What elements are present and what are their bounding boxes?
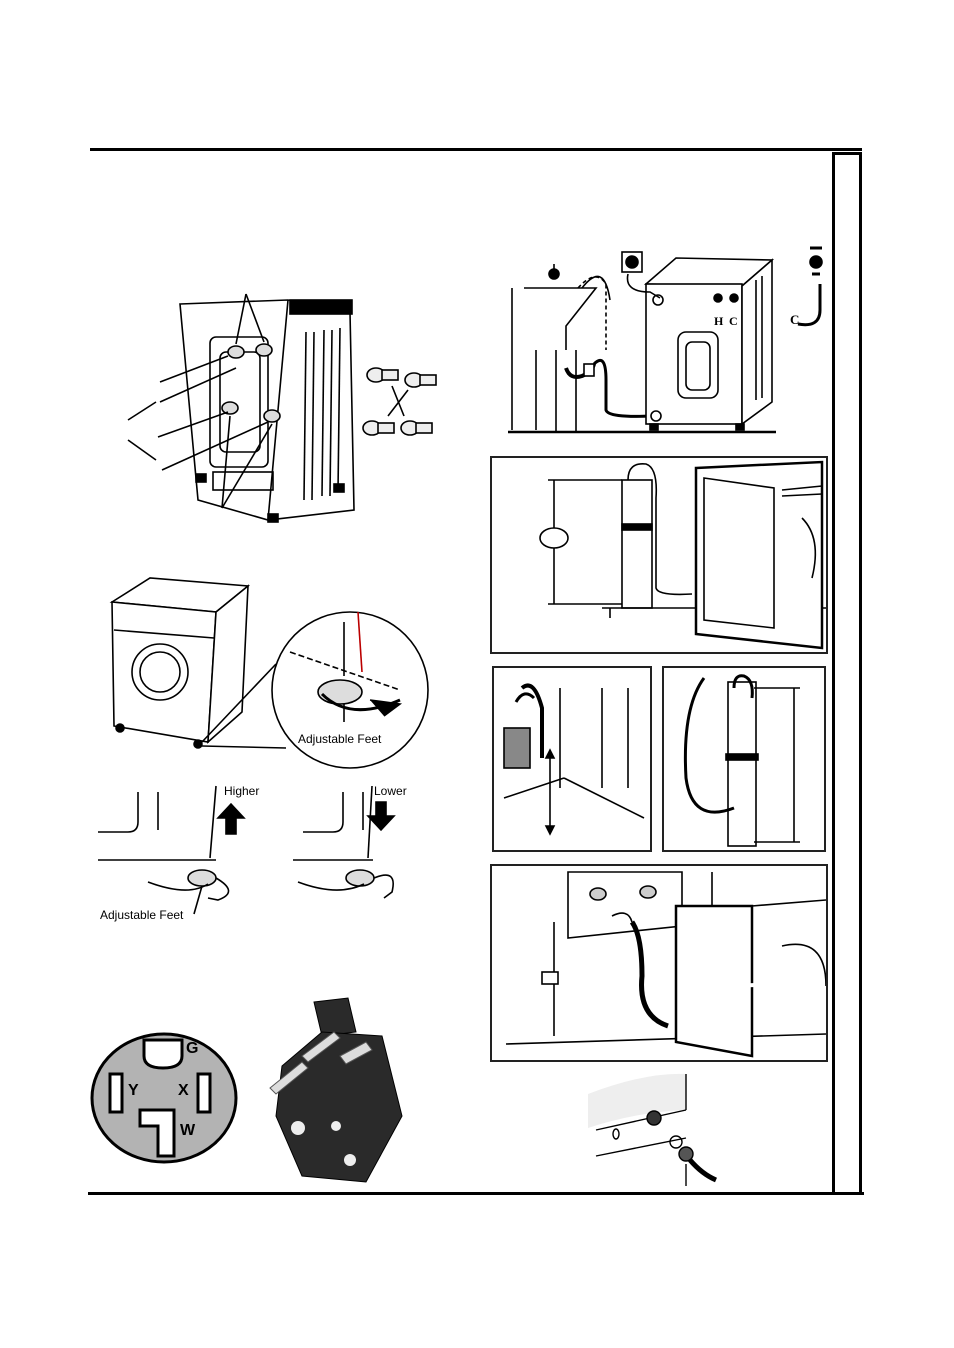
hose-fitting-figure bbox=[586, 1070, 726, 1186]
outlet-figure: G Y X W bbox=[88, 1030, 240, 1166]
adjustable-feet-label: Adjustable Feet bbox=[298, 732, 381, 746]
cold-inlet-label: C bbox=[729, 314, 738, 329]
transit-bolts-figure bbox=[118, 282, 448, 527]
y-letter: Y bbox=[128, 1082, 139, 1100]
top-rule bbox=[90, 148, 862, 151]
water-connection-figure: H C C bbox=[500, 240, 830, 440]
inlet-hose-figure bbox=[490, 864, 828, 1062]
hose-on-sink-figure bbox=[492, 666, 652, 852]
hot-inlet-label: H bbox=[714, 314, 723, 329]
standpipe-figure bbox=[662, 666, 826, 852]
adjustable-feet-callout: Adjustable Feet bbox=[100, 908, 183, 922]
cold-tap-label: C bbox=[790, 312, 799, 328]
side-tab bbox=[832, 152, 862, 1192]
w-letter: W bbox=[180, 1122, 195, 1140]
leveling-feet-figure: Adjustable Feet bbox=[100, 572, 435, 772]
bottom-rule bbox=[88, 1192, 864, 1195]
lower-label: Lower bbox=[374, 784, 407, 798]
height-adjust-figure: Higher Lower Adjustable Feet bbox=[98, 782, 438, 927]
x-letter: X bbox=[178, 1082, 189, 1100]
drain-height-figure bbox=[490, 456, 828, 654]
plug-figure bbox=[262, 996, 412, 1186]
ground-letter: G bbox=[186, 1040, 198, 1058]
higher-label: Higher bbox=[224, 784, 259, 798]
